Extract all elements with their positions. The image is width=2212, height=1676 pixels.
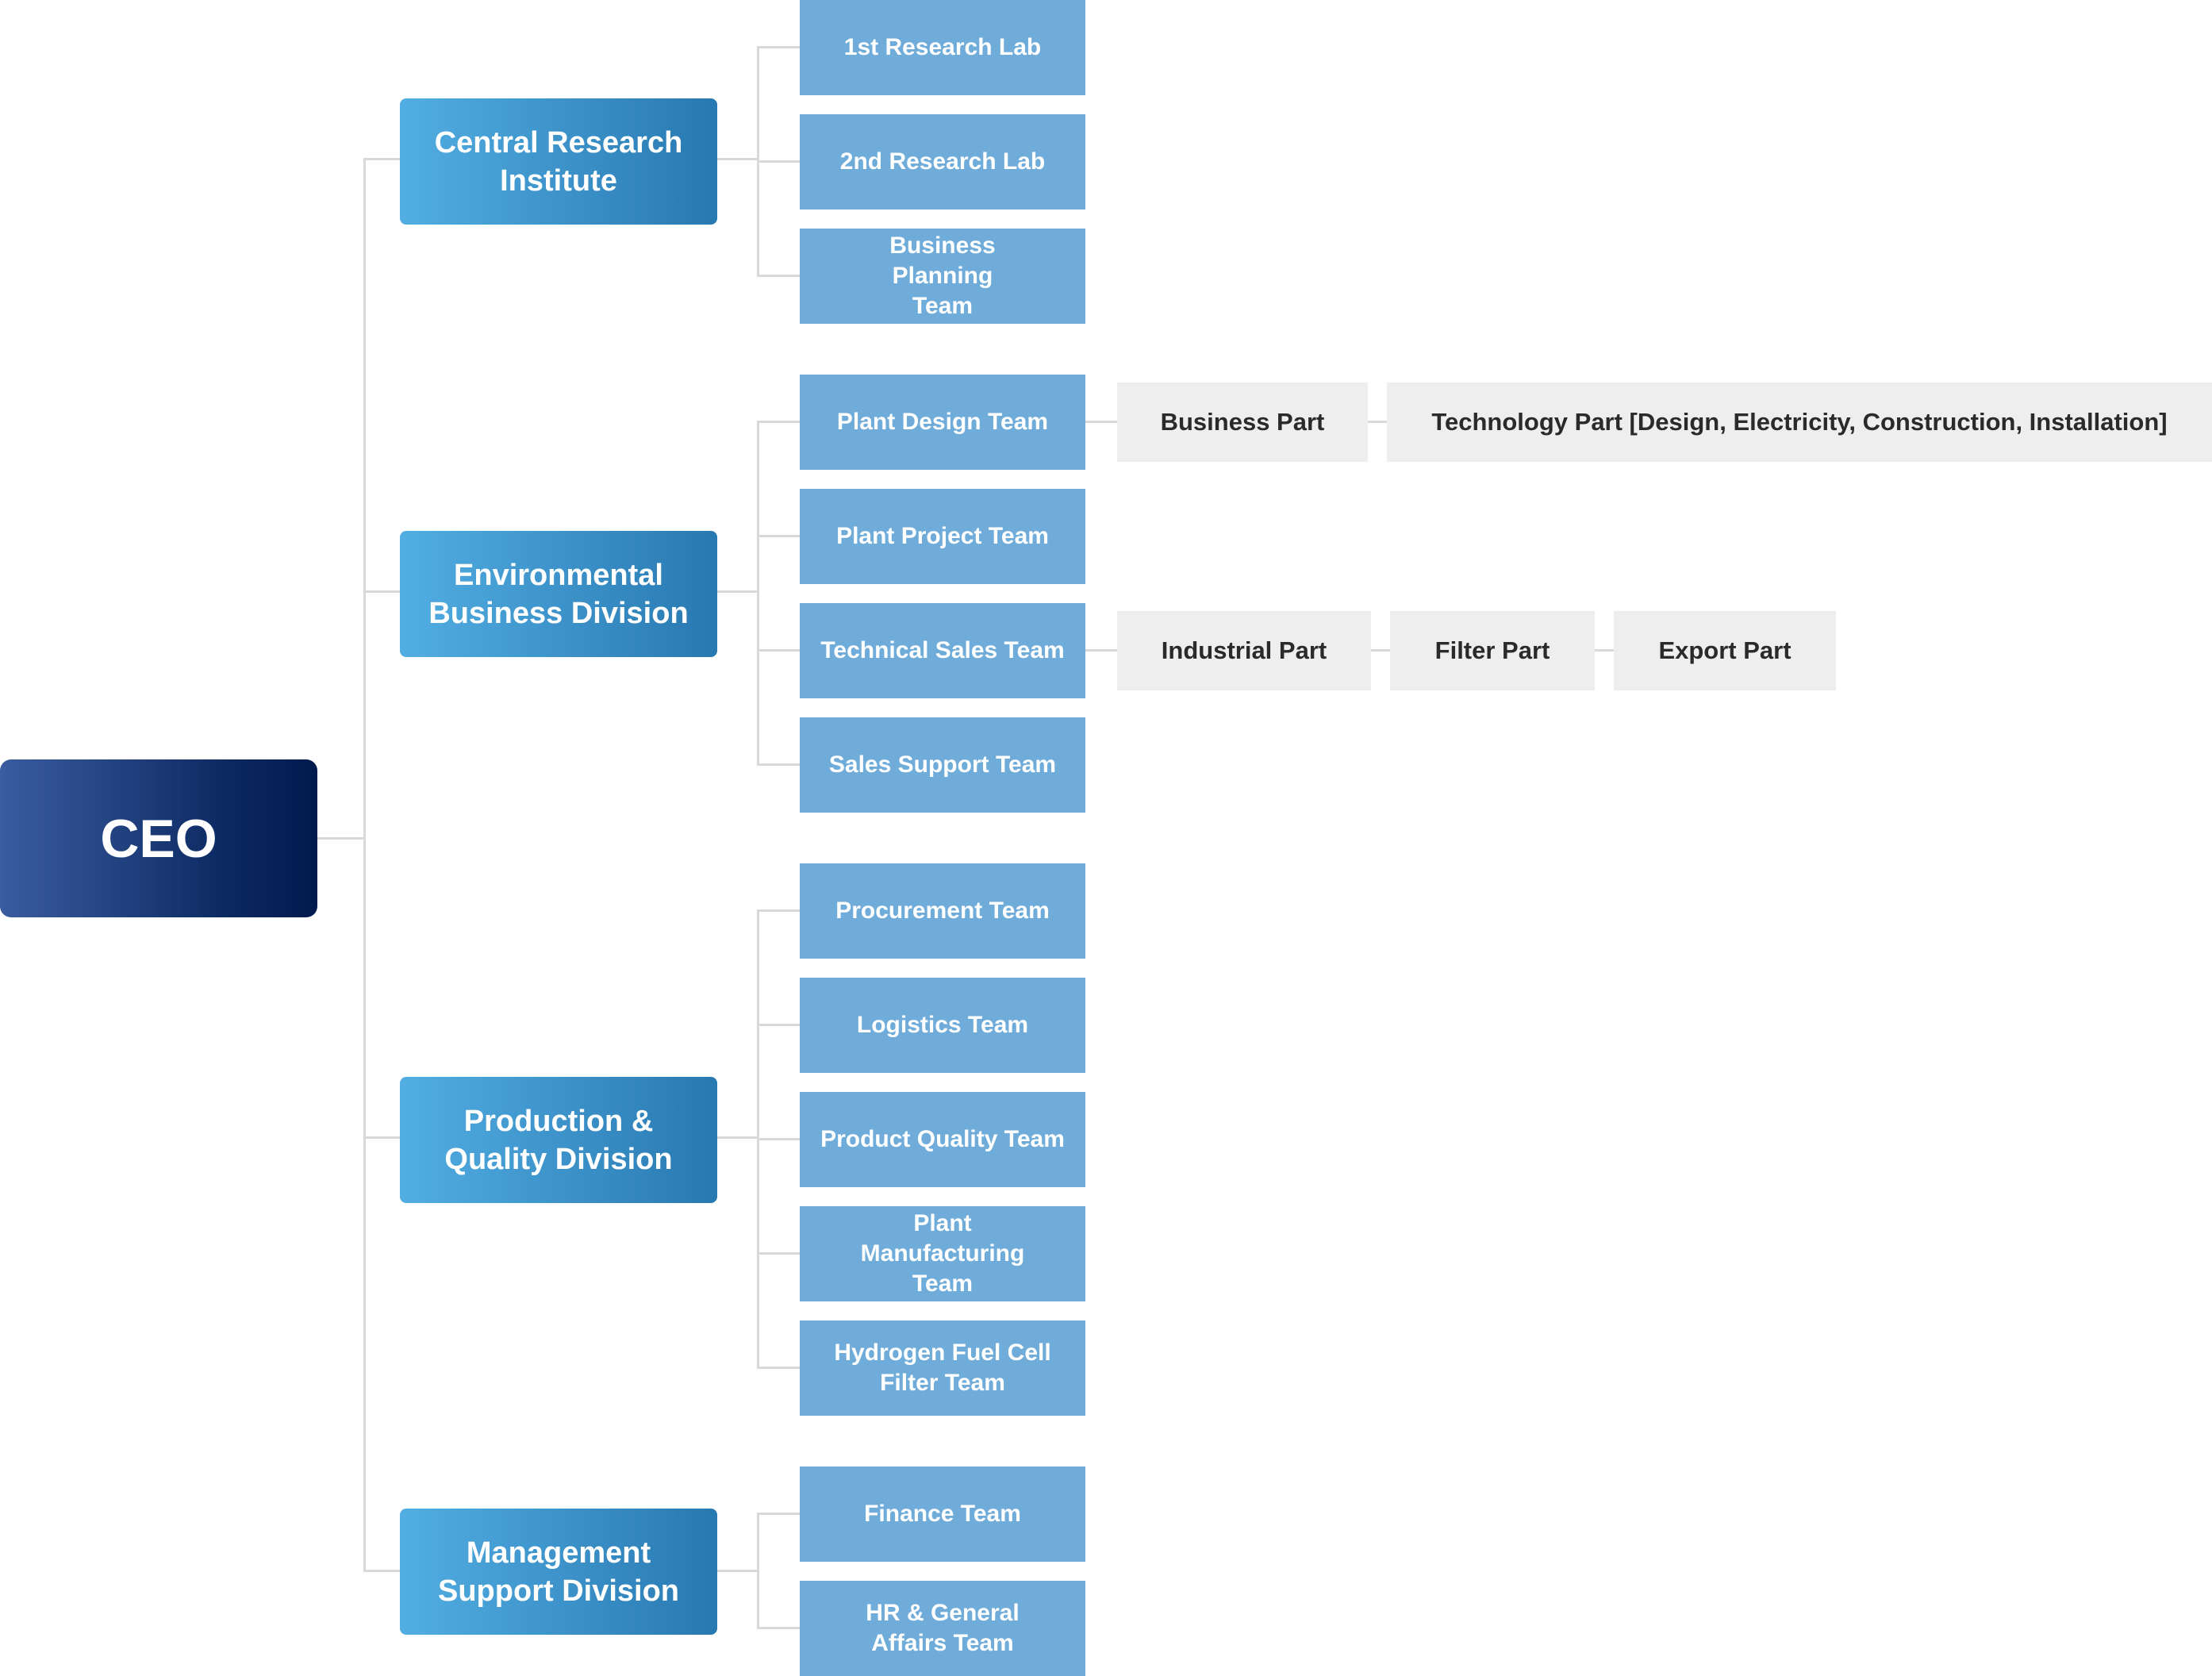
part-label: Technology Part [Design, Electricity, Co… [1431, 408, 2168, 436]
team-label: Logistics Team [856, 1012, 1029, 1038]
team-label: Plant Design Team [836, 409, 1049, 435]
connector [363, 1136, 400, 1139]
team-2nd-research-lab: 2nd Research Lab [800, 114, 1085, 210]
team-product-quality: Product Quality Team [800, 1092, 1085, 1187]
connector [1595, 649, 1614, 652]
team-label: Finance Team [864, 1501, 1021, 1527]
connector [363, 590, 400, 593]
division-management-support: Management Support Division [400, 1509, 717, 1635]
team-sales-support: Sales Support Team [800, 717, 1085, 813]
connector [363, 1570, 400, 1572]
ceo-label: CEO [100, 808, 217, 869]
part-industrial: Industrial Part [1117, 611, 1371, 690]
part-business: Business Part [1117, 382, 1368, 462]
team-label: Procurement Team [835, 898, 1050, 924]
connector [757, 649, 800, 652]
connector [757, 535, 800, 537]
connector [757, 1252, 800, 1255]
connector [757, 275, 800, 277]
team-label: HR & General Affairs Team [866, 1600, 1020, 1656]
division-label: Production & Quality Division [444, 1104, 673, 1176]
part-export: Export Part [1614, 611, 1836, 690]
team-label: Hydrogen Fuel Cell Filter Team [834, 1340, 1051, 1396]
part-label: Export Part [1658, 636, 1791, 664]
connector [317, 837, 365, 840]
connector [757, 421, 800, 423]
division-label: Environmental Business Division [428, 558, 689, 630]
connector [1085, 421, 1117, 423]
connector [717, 1136, 758, 1139]
team-procurement: Procurement Team [800, 863, 1085, 959]
connector [717, 158, 758, 160]
connector [1085, 649, 1117, 652]
connector [757, 1024, 800, 1026]
division-environmental-business: Environmental Business Division [400, 531, 717, 657]
team-plant-manufacturing: Plant Manufacturing Team [800, 1206, 1085, 1301]
part-technology: Technology Part [Design, Electricity, Co… [1387, 382, 2212, 462]
division-central-research-institute: Central Research Institute [400, 98, 717, 225]
team-plant-design: Plant Design Team [800, 375, 1085, 470]
team-label: Product Quality Team [820, 1126, 1065, 1152]
team-hr-general-affairs: HR & General Affairs Team [800, 1581, 1085, 1676]
connector [757, 160, 800, 163]
team-technical-sales: Technical Sales Team [800, 603, 1085, 698]
connector [717, 590, 758, 593]
team-label: Business Planning Team [889, 233, 996, 319]
division-label: Management Support Division [438, 1536, 679, 1608]
team-label: Plant Project Team [836, 523, 1049, 549]
team-label: Technical Sales Team [820, 637, 1065, 663]
team-1st-research-lab: 1st Research Lab [800, 0, 1085, 95]
connector [1371, 649, 1390, 652]
connector [757, 1367, 800, 1369]
team-logistics: Logistics Team [800, 978, 1085, 1073]
team-hydrogen-fuel-cell-filter: Hydrogen Fuel Cell Filter Team [800, 1320, 1085, 1416]
part-label: Business Part [1160, 408, 1325, 436]
connector [757, 1627, 800, 1629]
part-label: Industrial Part [1161, 636, 1327, 664]
team-plant-project: Plant Project Team [800, 489, 1085, 584]
team-label: 2nd Research Lab [839, 148, 1046, 175]
team-label: Plant Manufacturing Team [860, 1210, 1025, 1297]
part-filter: Filter Part [1390, 611, 1595, 690]
team-label: Sales Support Team [828, 752, 1057, 778]
connector [1368, 421, 1387, 423]
connector [757, 909, 800, 912]
connector [757, 421, 759, 765]
connector [363, 158, 366, 1572]
connector [363, 158, 400, 160]
connector [757, 1138, 800, 1140]
division-production-quality: Production & Quality Division [400, 1077, 717, 1203]
connector [757, 1513, 800, 1515]
division-label: Central Research Institute [434, 125, 683, 198]
connector [757, 1513, 759, 1628]
connector [757, 763, 800, 766]
connector [717, 1570, 758, 1572]
team-business-planning: Business Planning Team [800, 229, 1085, 324]
connector [757, 46, 800, 48]
ceo-box: CEO [0, 759, 317, 917]
part-label: Filter Part [1434, 636, 1550, 664]
team-finance: Finance Team [800, 1466, 1085, 1562]
team-label: 1st Research Lab [843, 34, 1042, 60]
